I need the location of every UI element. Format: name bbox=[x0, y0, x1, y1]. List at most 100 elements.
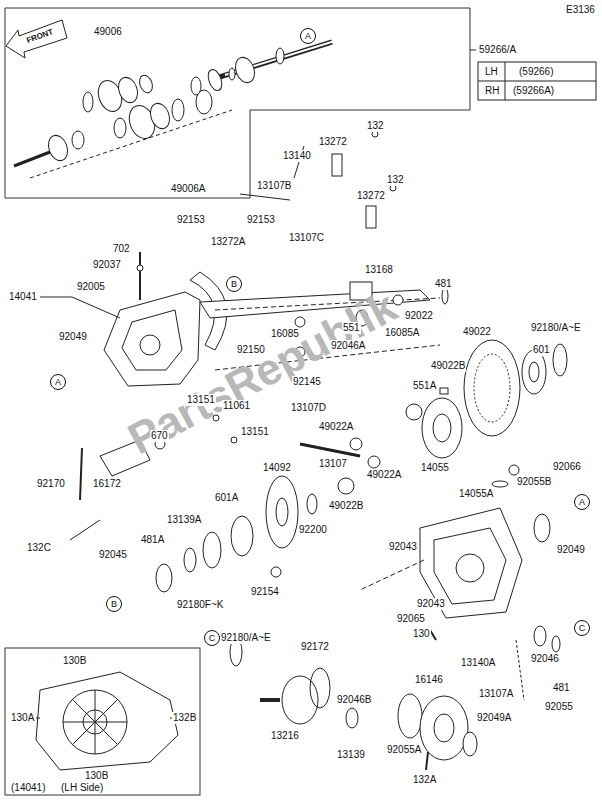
callout-number: 481A bbox=[140, 534, 165, 546]
callout-number: 13272A bbox=[210, 236, 246, 248]
callout-number: 92037 bbox=[92, 259, 122, 271]
callout-number: 92055A bbox=[386, 744, 422, 756]
callout-number: 49022B bbox=[328, 500, 364, 512]
callout-number: 130B bbox=[84, 770, 109, 782]
reference-circle: B bbox=[226, 276, 242, 292]
callout-number: 16085A bbox=[384, 327, 420, 339]
callout-number: 551A bbox=[412, 380, 437, 392]
callout-number: E3136 bbox=[565, 4, 596, 16]
reference-circle: A bbox=[50, 374, 66, 390]
callout-number: 551 bbox=[342, 322, 361, 334]
callout-number: 601A bbox=[214, 492, 239, 504]
callout-number: 92172 bbox=[300, 641, 330, 653]
callout-number: 13107 bbox=[318, 458, 348, 470]
callout-number: 132 bbox=[386, 174, 405, 186]
callout-number: 92153 bbox=[246, 214, 276, 226]
callout-number: 92180F~K bbox=[176, 599, 224, 611]
reference-letter: B bbox=[231, 279, 237, 289]
callout-number: 14092 bbox=[262, 462, 292, 474]
callout-number: RH bbox=[484, 85, 500, 97]
callout-number: 481 bbox=[434, 278, 453, 290]
callout-number: 92045 bbox=[98, 549, 128, 561]
callout-number: 92046 bbox=[530, 653, 560, 665]
callout-number: 49022B bbox=[430, 360, 466, 372]
callout-number: 92055 bbox=[544, 701, 574, 713]
callout-number: 92055B bbox=[516, 476, 552, 488]
callout-number: 14055 bbox=[420, 462, 450, 474]
callout-number: 13107D bbox=[290, 402, 327, 414]
callout-number: 92046B bbox=[336, 694, 372, 706]
callout-number: 92180/A~E bbox=[530, 322, 582, 334]
reference-circle: C bbox=[574, 620, 590, 636]
callout-number: 92043 bbox=[416, 598, 446, 610]
callout-number: 59266/A bbox=[478, 44, 517, 56]
callout-number: 16146 bbox=[414, 674, 444, 686]
callout-number: 14055A bbox=[458, 488, 494, 500]
reference-letter: C bbox=[209, 633, 216, 643]
callout-number: 92005 bbox=[76, 281, 106, 293]
callout-number: 14041 bbox=[8, 291, 38, 303]
callout-number: 92022 bbox=[404, 310, 434, 322]
callout-number: 670 bbox=[150, 430, 169, 442]
callout-number: 92066 bbox=[552, 461, 582, 473]
callout-number: 16085 bbox=[270, 328, 300, 340]
reference-circle: A bbox=[300, 28, 316, 44]
reference-letter: C bbox=[579, 623, 586, 633]
callout-number: 92049 bbox=[556, 544, 586, 556]
callout-number: 130 bbox=[412, 628, 431, 640]
callout-number: 92170 bbox=[36, 478, 66, 490]
callout-number: 11061 bbox=[222, 400, 251, 412]
callout-number: 13168 bbox=[364, 264, 394, 276]
callout-number: 92200 bbox=[298, 524, 328, 536]
callout-number: (14041) bbox=[10, 782, 46, 794]
callout-number: 92154 bbox=[250, 586, 280, 598]
callout-number: 130B bbox=[62, 655, 87, 667]
callout-number: 13107A bbox=[478, 688, 514, 700]
callout-number: 132B bbox=[172, 712, 197, 724]
reference-circle: C bbox=[204, 630, 220, 646]
callout-number: 92043 bbox=[388, 541, 418, 553]
callout-number: (59266A) bbox=[512, 85, 555, 97]
callout-number: 49022A bbox=[366, 469, 402, 481]
callout-number: 49022 bbox=[462, 326, 492, 338]
callout-number: 13151 bbox=[240, 426, 270, 438]
callout-number: 13140A bbox=[460, 657, 496, 669]
callout-number: (LH Side) bbox=[60, 782, 104, 794]
callout-number: 13139A bbox=[166, 514, 202, 526]
reference-letter: A bbox=[55, 377, 61, 387]
callout-number: 132A bbox=[412, 774, 437, 786]
callout-number: 130A bbox=[10, 712, 35, 724]
callout-number: 132 bbox=[366, 120, 385, 132]
callout-number: 92150 bbox=[236, 344, 266, 356]
callout-number: 92180/A~E bbox=[220, 632, 272, 644]
callout-number: 13151 bbox=[186, 394, 216, 406]
callout-number: 702 bbox=[112, 243, 131, 255]
callout-number: 601 bbox=[532, 344, 551, 356]
callout-number: 92049 bbox=[58, 331, 88, 343]
callout-number: 13139 bbox=[336, 749, 366, 761]
callout-number: 92145 bbox=[292, 376, 322, 388]
callout-number: 481 bbox=[552, 682, 571, 694]
callout-number: 92065 bbox=[396, 613, 426, 625]
callout-number: 92046A bbox=[330, 340, 366, 352]
callout-number: 13107B bbox=[256, 180, 292, 192]
callout-number: 13107C bbox=[288, 232, 325, 244]
callout-number: 92049A bbox=[476, 712, 512, 724]
callout-number: 49006 bbox=[93, 26, 123, 38]
callout-number: (59266) bbox=[518, 66, 554, 78]
reference-letter: B bbox=[111, 599, 117, 609]
callout-number: 13272 bbox=[356, 190, 386, 202]
callout-number: 13216 bbox=[270, 730, 300, 742]
callout-number: 13140 bbox=[282, 150, 312, 162]
callout-number: 13272 bbox=[318, 136, 348, 148]
callout-number: 92153 bbox=[176, 214, 206, 226]
callout-number: 49006A bbox=[170, 183, 206, 195]
callout-number: 49022A bbox=[318, 421, 354, 433]
callout-number: 16172 bbox=[92, 478, 122, 490]
callout-number: 132C bbox=[26, 542, 52, 554]
reference-letter: A bbox=[305, 31, 311, 41]
reference-circle: B bbox=[106, 596, 122, 612]
